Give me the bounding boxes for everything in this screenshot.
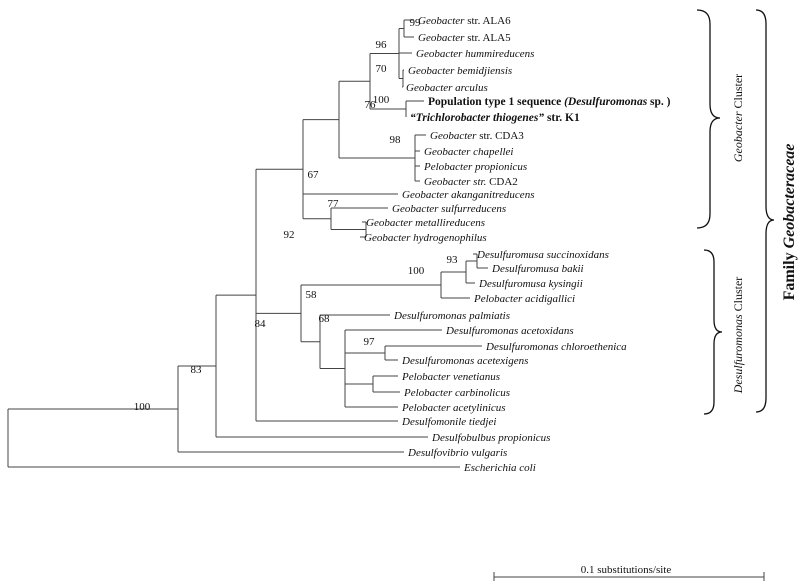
bootstrap-value: 77 [328,198,340,210]
bootstrap-value: 76 [365,99,377,111]
leaf-label-acidig: Pelobacter acidigallici [473,293,575,305]
leaf-label-palm: Desulfuromonas palmiatis [393,310,510,322]
leaf-label-chap: Geobacter chapellei [424,146,514,158]
leaf-label-acetex: Desulfuromonas acetexigens [401,355,528,367]
bootstrap-value: 100 [408,265,425,277]
leaf-label-cda2: Geobacter str. CDA2 [424,176,518,188]
leaf-label-bulbus: Desulfobulbus propionicus [431,432,550,444]
bootstrap-value: 67 [308,169,320,181]
leaf-label-ala5: Geobacter str. ALA5 [418,32,511,44]
leaf-label-bakii: Desulfuromusa bakii [491,263,584,275]
leaf-label-tiedj: Desulfomonile tiedjei [401,416,496,428]
leaf-label-vibrio: Desulfovibrio vulgaris [407,447,507,459]
leaf-label-acetyl: Pelobacter acetylinicus [401,402,506,414]
leaf-label-succ: Desulfuromusa succinoxidans [476,249,609,261]
tree-branches [7,19,488,468]
bootstrap-value: 93 [447,254,459,266]
geobacter-cluster-label: Geobacter Cluster [731,74,745,162]
leaf-label-bemid: Geobacter bemidjiensis [408,65,512,77]
leaf-label-trich: “Trichlorobacter thiogenes” str. K1 [410,112,580,124]
bootstrap-value: 84 [255,318,267,330]
leaf-label-hummi: Geobacter hummireducens [416,48,534,60]
bootstrap-value: 99 [410,17,422,29]
family-geobacteraceae-label: Family Geobacteraceae [781,144,798,301]
leaf-label-sulfur: Geobacter sulfurreducens [392,203,506,215]
leaf-label-ecoli: Escherichia coli [463,462,536,474]
leaf-label-ala6: Geobacter str. ALA6 [418,15,511,27]
leaf-label-acetox: Desulfuromonas acetoxidans [445,325,574,337]
bootstrap-value: 92 [284,229,295,241]
leaf-label-akang: Geobacter akanganitreducens [402,189,534,201]
leaf-label-venet: Pelobacter venetianus [401,371,500,383]
scale-bar-label: 0.1 substitutions/site [581,564,672,576]
geobacter-cluster-brace [696,9,721,229]
bootstrap-value: 83 [191,364,203,376]
bootstrap-value: 97 [364,336,376,348]
bootstrap-value: 98 [390,134,402,146]
leaf-label-kysing: Desulfuromusa kysingii [478,278,583,290]
family-brace [755,9,775,413]
leaf-label-carbin: Pelobacter carbinolicus [403,387,510,399]
bootstrap-value: 100 [373,94,390,106]
leaf-label-hydro: Geobacter hydrogenophilus [364,232,487,244]
bootstrap-value: 58 [306,289,318,301]
leaf-label-pop: Population type 1 sequence (Desulfuromon… [428,96,671,108]
leaf-label-cda3: Geobacter str. CDA3 [430,130,524,142]
desulfuromonas-cluster-brace [703,249,723,415]
bootstrap-value: 96 [376,39,388,51]
leaf-label-metal: Geobacter metallireducens [366,217,485,229]
leaf-label-arcul: Geobacter arculus [406,82,488,94]
leaf-label-pprop: Pelobacter propionicus [423,161,527,173]
leaf-label-chloro: Desulfuromonas chloroethenica [485,341,627,353]
desulfuromonas-cluster-label: Desulfuromonas Cluster [731,277,745,395]
bootstrap-value: 68 [319,313,331,325]
bootstrap-value: 100 [134,401,151,413]
bootstrap-value: 70 [376,63,388,75]
